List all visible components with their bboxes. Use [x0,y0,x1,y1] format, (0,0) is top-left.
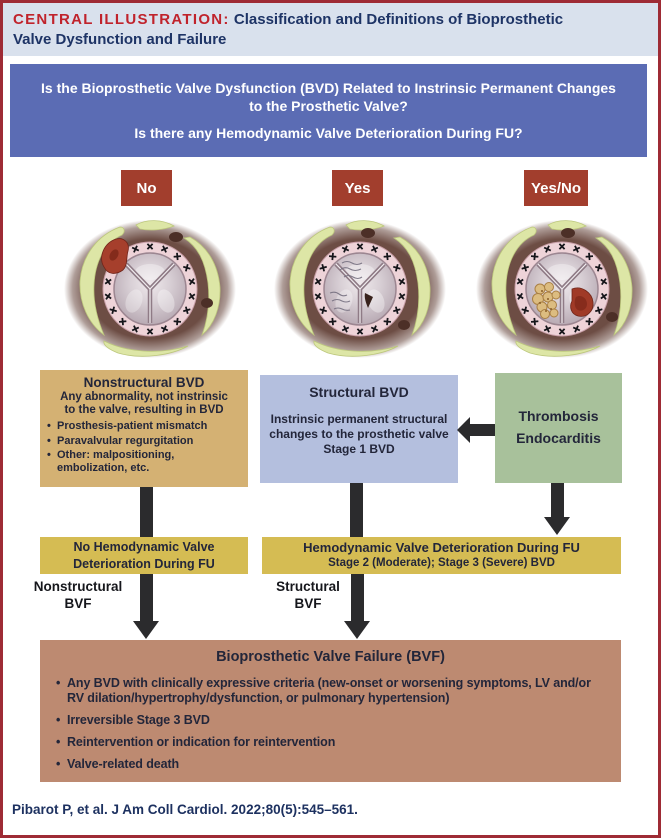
thrombus-blob [570,287,594,317]
nonstructural-bvd-subtitle-2: to the valve, resulting in BVD [64,403,224,416]
figure-header: CENTRAL ILLUSTRATION: Classification and… [3,3,658,56]
tissue-debris-dot [169,232,183,242]
arrow-nonstructural-to-failure-head [133,621,159,639]
no-hvd-line1: No Hemodynamic Valve [73,540,215,555]
decision-yes: Yes [332,170,383,206]
nonstructural-bullet: Prosthesis-patient mismatch [46,420,242,433]
structural-bvf-line1: Structural [276,579,340,594]
thrombosis-endocarditis-box: Thrombosis Endocarditis [495,373,622,483]
connector-structural-to-hvd [350,483,363,537]
tissue-debris-dot [561,228,575,238]
structural-bvd-body-2: changes to the prosthetic valve [269,427,449,441]
figure-title-line2: Valve Dysfunction and Failure [13,31,227,49]
nonstructural-bvf-line2: BVF [64,595,92,611]
arrow-thrombosis-to-structural-shaft [470,424,495,436]
citation: Pibarot P, et al. J Am Coll Cardiol. 202… [12,802,358,817]
decision-no: No [121,170,172,206]
bvf-bullet: Reintervention or indication for reinter… [54,735,607,750]
leaflet-degeneration-wrinkles [329,260,363,311]
question-box: Is the Bioprosthetic Valve Dysfunction (… [10,64,647,157]
nonstructural-bullet: Paravalvular regurgitation [46,435,242,448]
nonstructural-bvf-line1: Nonstructural [33,579,123,594]
bvf-bullet: Valve-related death [54,757,607,772]
arrow-structural-to-failure-shaft [351,574,364,621]
tissue-debris-dot [361,228,375,238]
thrombosis-label: Thrombosis [518,408,599,425]
structural-bvd-box: Structural BVD Instrinsic permanent stru… [260,375,458,483]
hvd-box: Hemodynamic Valve Deterioration During F… [262,537,621,574]
hvd-line1: Hemodynamic Valve Deterioration During F… [303,540,580,556]
endocarditis-label: Endocarditis [516,430,601,446]
arrow-structural-to-failure-head [344,621,370,639]
leaflet-tear [364,293,373,308]
figure-title-line1: Classification and Definitions of Biopro… [229,11,564,28]
bvf-bullet-list: Any BVD with clinically expressive crite… [54,676,607,772]
connector-nonstructural-to-hvd [140,487,153,537]
arrow-thrombosis-to-structural-head [457,417,470,443]
structural-bvd-title: Structural BVD [309,384,409,400]
prosthetic-valve-paravalvular-leak-icon [60,218,240,360]
endocarditis-vegetation [532,282,561,319]
tissue-debris-dot [201,298,213,308]
nonstructural-bvd-box: Nonstructural BVD Any abnormality, not i… [40,370,248,487]
bvf-title: Bioprosthetic Valve Failure (BVF) [216,649,445,665]
structural-bvf-label: Structural BVF [258,579,358,613]
question-1: Is the Bioprosthetic Valve Dysfunction (… [41,79,616,114]
central-illustration-label: CENTRAL ILLUSTRATION: [13,11,230,28]
no-hvd-box: No Hemodynamic Valve Deterioration Durin… [40,537,248,574]
hvd-line2: Stage 2 (Moderate); Stage 3 (Severe) BVD [328,557,555,570]
structural-bvd-body-1: Instrinsic permanent structural [270,412,448,426]
question-2: Is there any Hemodynamic Valve Deteriora… [134,125,523,142]
structural-bvf-line2: BVF [294,595,322,611]
bvf-bullet: Any BVD with clinically expressive crite… [54,676,607,706]
no-hvd-line2: Deterioration During FU [73,556,215,571]
bvf-box: Bioprosthetic Valve Failure (BVF) Any BV… [40,640,621,782]
nonstructural-bvd-title: Nonstructural BVD [83,375,205,390]
nonstructural-bvf-label: Nonstructural BVF [18,579,138,613]
nonstructural-bvd-subtitle-1: Any abnormality, not instrinsic [60,390,228,403]
nonstructural-bvd-bullet-list: Prosthesis-patient mismatch Paravalvular… [46,420,242,475]
prosthetic-valve-structural-degeneration-icon [270,218,450,360]
arrow-thrombosis-to-hvd-shaft [551,483,564,519]
arrow-nonstructural-to-failure-shaft [140,574,153,621]
prosthetic-valve-thrombosis-endocarditis-icon [472,218,652,360]
tissue-debris-dot [606,312,618,322]
bvf-bullet: Irreversible Stage 3 BVD [54,713,607,728]
paravalvular-leak-blob [101,238,129,274]
nonstructural-bullet: Other: malpositioning, embolization, etc… [46,449,242,474]
decision-yes-no: Yes/No [524,170,588,206]
structural-bvd-stage: Stage 1 BVD [323,442,395,456]
tissue-debris-dot [398,320,410,330]
arrow-thrombosis-to-hvd-head [544,517,570,535]
